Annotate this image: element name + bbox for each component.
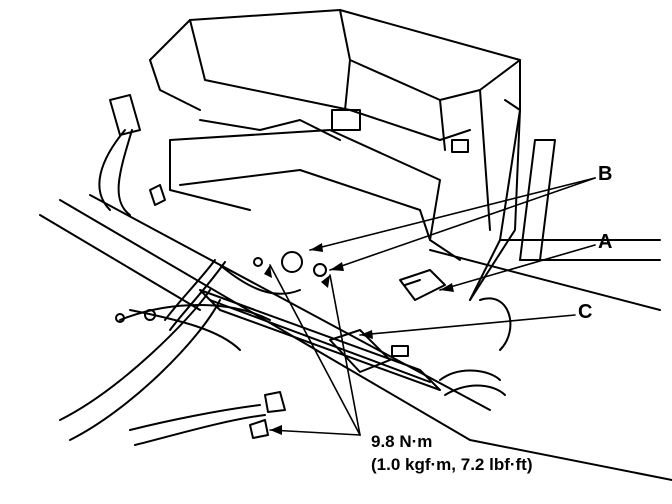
component-c bbox=[199, 289, 441, 391]
arrowheads bbox=[264, 243, 454, 435]
torque-spec: 9.8 N·m bbox=[371, 432, 433, 451]
callout-c: C bbox=[578, 301, 593, 323]
wire-harness bbox=[59, 94, 512, 446]
bracket-a bbox=[399, 269, 446, 301]
callout-b: B bbox=[598, 163, 613, 185]
seat-cushion-frame bbox=[169, 109, 461, 261]
torque-spec-alt-units: (1.0 kgf·m, 7.2 lbf·ft) bbox=[371, 455, 533, 474]
callout-a: A bbox=[598, 231, 613, 253]
leader-lines bbox=[269, 177, 596, 436]
seat-back-frame bbox=[149, 9, 556, 301]
